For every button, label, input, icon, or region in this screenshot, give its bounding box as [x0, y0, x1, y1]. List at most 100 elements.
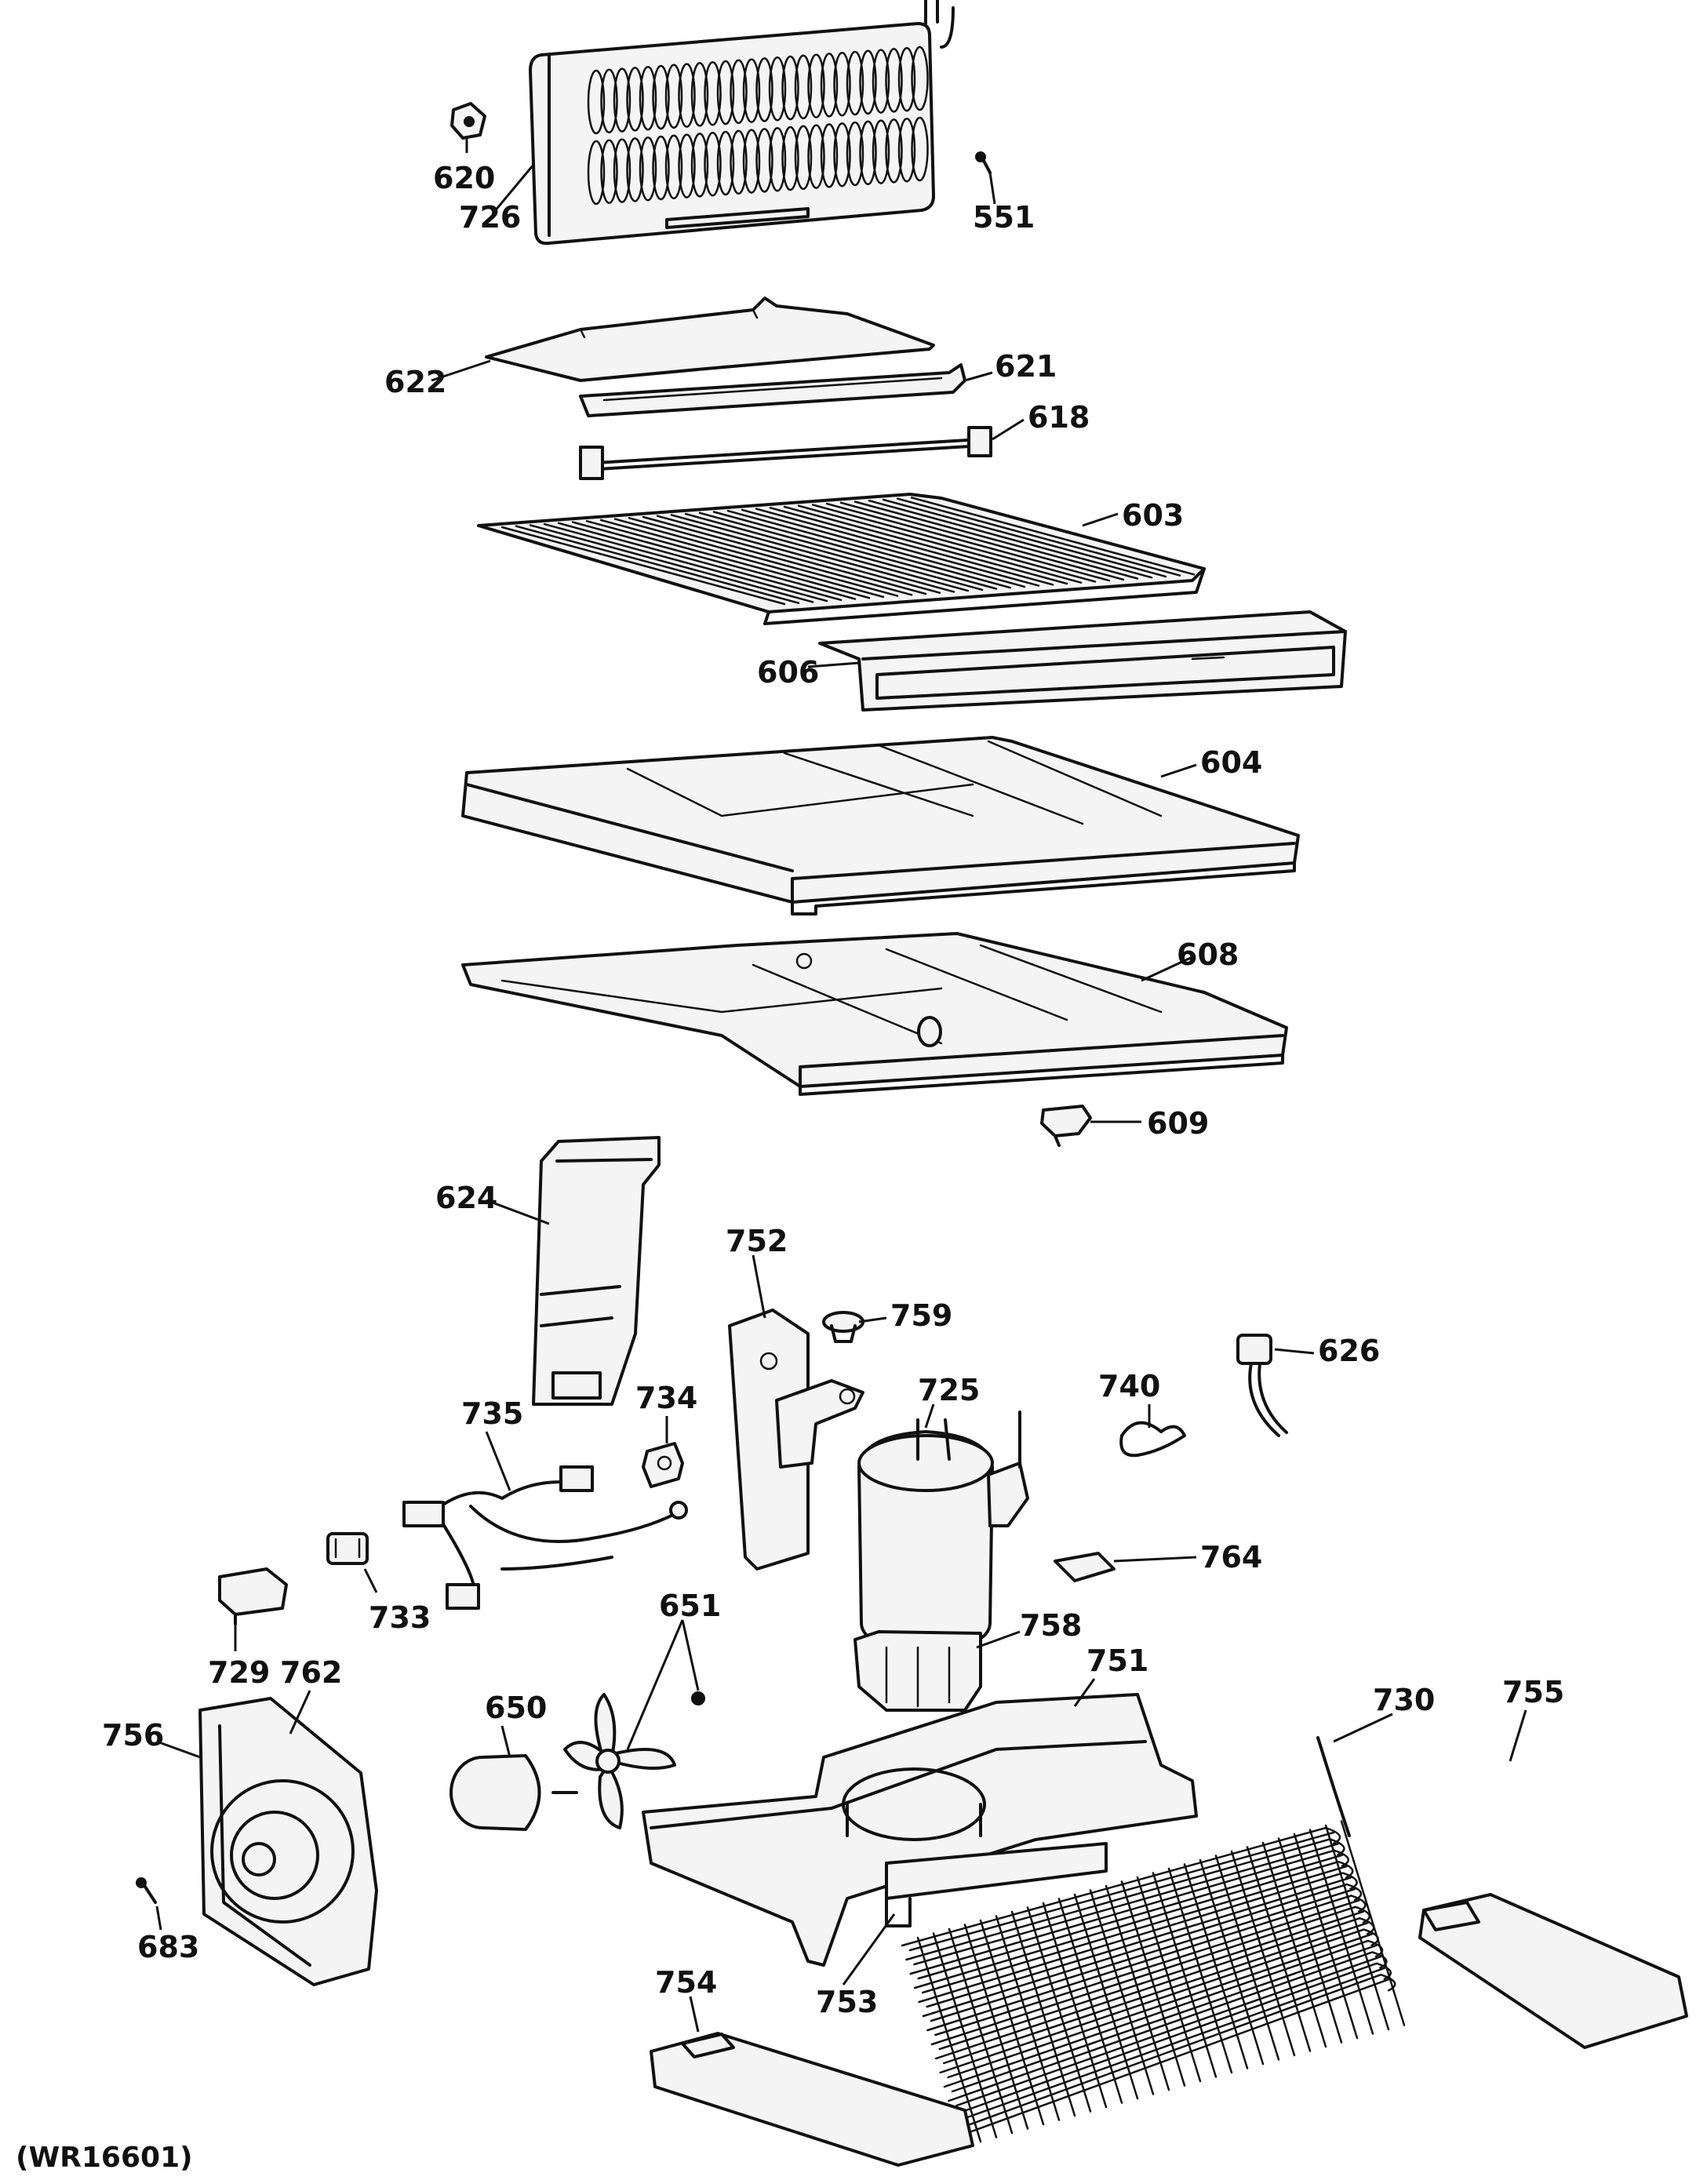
part-labels: 620 726 551 622 621 618 603 606 604 608 … — [16, 161, 1564, 2174]
coil-loop — [911, 46, 929, 111]
shelf-rib — [755, 508, 1040, 587]
leader-lines — [155, 137, 1527, 2033]
label-733: 733 — [369, 1600, 431, 1635]
coil-loop — [600, 68, 618, 134]
coil-loop — [911, 116, 929, 182]
coil-loop — [639, 65, 657, 131]
coil-tubes — [587, 46, 929, 206]
condenser-wire — [1136, 1876, 1202, 2083]
fan-motor-650 — [449, 1754, 578, 1831]
shelf-rib — [712, 511, 998, 590]
shelf-rib — [670, 514, 955, 593]
part-733 — [326, 1532, 369, 1565]
label-764: 764 — [1200, 1540, 1262, 1574]
coil-loop — [613, 138, 631, 203]
condenser-wire — [1308, 1829, 1374, 2035]
plate-755 — [1418, 1893, 1688, 2049]
coil-loop — [587, 140, 606, 206]
condenser-wire — [979, 1919, 1045, 2126]
shelf-rib — [698, 511, 984, 592]
condenser-tube — [955, 1973, 1396, 2131]
shelf-rib — [585, 519, 871, 599]
plate-754 — [650, 2032, 974, 2167]
label-740: 740 — [1098, 1369, 1160, 1403]
label-730: 730 — [1373, 1683, 1435, 1717]
coil-loop — [807, 124, 825, 189]
coil-loop — [794, 54, 813, 120]
condenser-tube — [908, 1831, 1335, 1952]
shelf-rib — [882, 498, 1167, 578]
coil-loop — [859, 49, 877, 115]
coil-loop — [690, 62, 709, 127]
shelf-rib — [896, 497, 1181, 577]
shelf-603 — [477, 493, 1206, 625]
evaporator-coil-726 — [529, 0, 955, 246]
coil-loop — [730, 129, 748, 195]
coil-loop — [820, 53, 839, 118]
coil-loop — [652, 64, 670, 130]
label-626: 626 — [1318, 1334, 1380, 1368]
duct-606 — [818, 610, 1347, 712]
shelf-rib — [628, 517, 913, 596]
condenser-wire — [1105, 1884, 1170, 2091]
condenser-wire — [1042, 1902, 1108, 2109]
coil-loop — [833, 122, 851, 187]
condenser-coils — [901, 1820, 1406, 2143]
condenser-wire — [1152, 1872, 1217, 2078]
label-726: 726 — [459, 200, 521, 235]
condenser-wire — [1230, 1850, 1296, 2057]
condenser-wire — [1246, 1846, 1312, 2052]
label-624: 624 — [435, 1181, 497, 1215]
coil-loop — [768, 56, 787, 122]
condenser-wire — [948, 1927, 1014, 2135]
condenser-tube — [921, 1865, 1348, 1994]
label-683: 683 — [137, 1930, 199, 1964]
label-606: 606 — [757, 655, 819, 690]
coil-loop — [664, 134, 683, 200]
coil-loop — [885, 118, 903, 184]
shelf-rib — [642, 515, 927, 595]
base-751 — [642, 1693, 1198, 1967]
condenser-tube — [934, 1899, 1360, 2037]
shelf-rib — [811, 504, 1097, 583]
shelf-rib — [726, 509, 1012, 589]
shelf-rib — [599, 519, 885, 599]
label-759: 759 — [890, 1298, 952, 1333]
screw-551 — [975, 151, 992, 174]
coil-loop — [690, 133, 709, 198]
cover-622 — [485, 297, 935, 382]
shelf-rib — [656, 515, 941, 594]
coil-loop — [846, 121, 864, 187]
coil-loop — [872, 49, 890, 114]
condenser-wire — [1057, 1898, 1123, 2104]
condenser-wire — [932, 1932, 998, 2138]
clip-609 — [1040, 1105, 1092, 1147]
coil-loop — [846, 50, 864, 116]
coil-loop — [652, 135, 670, 201]
coil-loop — [730, 59, 748, 125]
coil-loop — [833, 51, 851, 117]
label-756: 756 — [102, 1718, 164, 1753]
condenser-wire — [963, 1924, 1029, 2130]
condenser-tube — [917, 1854, 1344, 1980]
air-duct-624 — [532, 1136, 661, 1406]
condenser-tube — [963, 1978, 1390, 2135]
coil-loop — [859, 120, 877, 186]
coil-loop — [755, 128, 773, 193]
shelf-rib — [571, 521, 857, 600]
wire-harness-735 — [402, 1465, 688, 1610]
label-734: 734 — [635, 1381, 697, 1415]
shelf-rib — [613, 518, 899, 597]
part-734 — [642, 1442, 684, 1488]
label-758: 758 — [1020, 1608, 1082, 1643]
coil-loop — [600, 139, 618, 205]
coil-loop — [716, 130, 735, 196]
coil-loop — [704, 60, 722, 126]
shelf-rib — [783, 505, 1068, 585]
fan-blade-651 — [563, 1691, 705, 1829]
condenser-wire — [1183, 1863, 1249, 2069]
coil-loop — [897, 46, 916, 112]
coil-loop — [807, 53, 825, 118]
label-650: 650 — [485, 1691, 547, 1725]
